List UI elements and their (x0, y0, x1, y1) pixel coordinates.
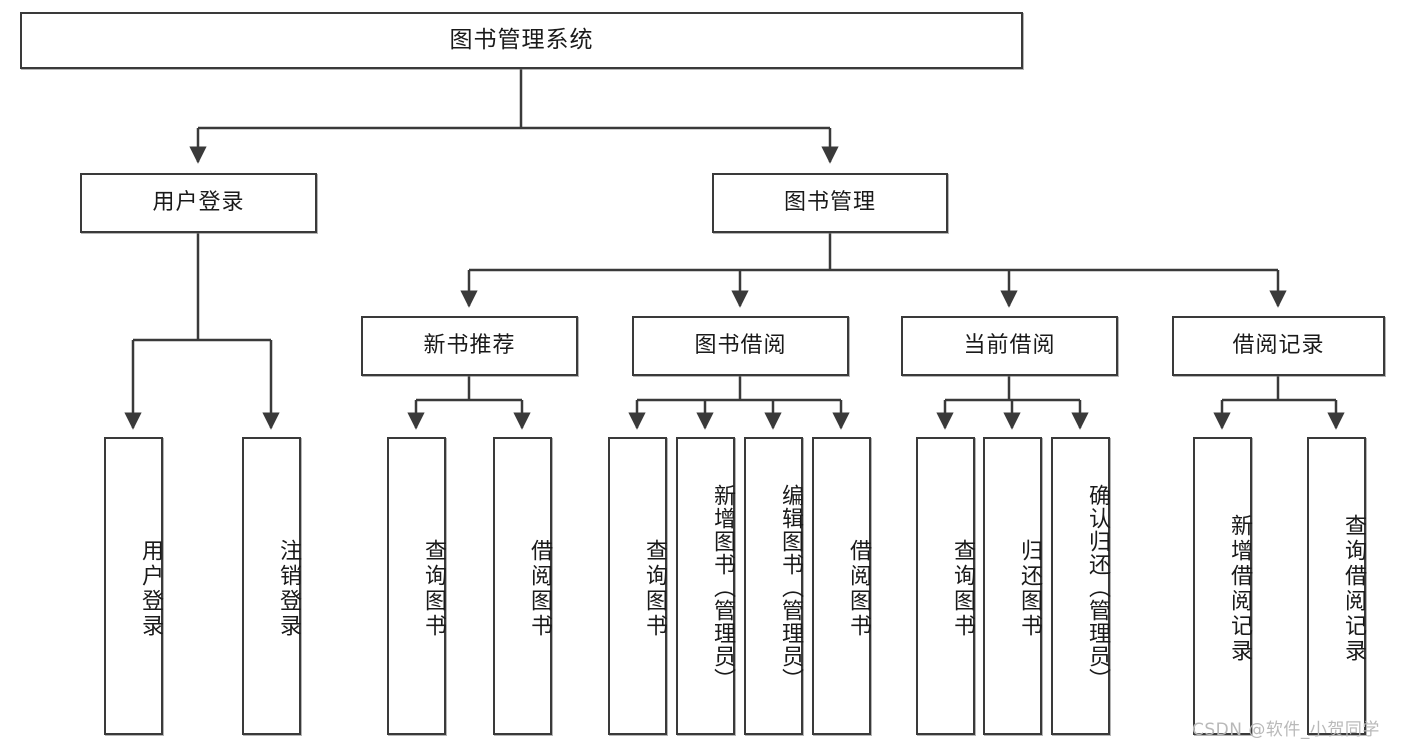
csdn-watermark: CSDN @软件_小贺同学 (1192, 720, 1380, 740)
leaf-user-login-login[interactable]: 用户登录 (104, 437, 163, 735)
leaf-borrow-add-book-admin[interactable]: 新增图书（管理员） (676, 437, 735, 735)
leaf-current-query-book[interactable]: 查询图书 (916, 437, 975, 735)
node-book-borrow[interactable]: 图书借阅 (632, 316, 849, 376)
node-book-management[interactable]: 图书管理 (712, 173, 948, 233)
leaf-current-return-book[interactable]: 归还图书 (983, 437, 1042, 735)
node-new-book-recommend[interactable]: 新书推荐 (361, 316, 578, 376)
node-borrow-records[interactable]: 借阅记录 (1172, 316, 1385, 376)
leaf-user-login-logout[interactable]: 注销登录 (242, 437, 301, 735)
leaf-current-confirm-return-admin[interactable]: 确认归还（管理员） (1051, 437, 1110, 735)
node-current-borrow[interactable]: 当前借阅 (901, 316, 1118, 376)
leaf-recommend-query-book[interactable]: 查询图书 (387, 437, 446, 735)
node-user-login[interactable]: 用户登录 (80, 173, 317, 233)
leaf-borrow-edit-book-admin[interactable]: 编辑图书（管理员） (744, 437, 803, 735)
leaf-records-add-record[interactable]: 新增借阅记录 (1193, 437, 1252, 735)
leaf-borrow-borrow-book[interactable]: 借阅图书 (812, 437, 871, 735)
leaf-recommend-borrow-book[interactable]: 借阅图书 (493, 437, 552, 735)
leaf-borrow-query-book[interactable]: 查询图书 (608, 437, 667, 735)
node-root-system[interactable]: 图书管理系统 (20, 12, 1023, 69)
leaf-records-query-record[interactable]: 查询借阅记录 (1307, 437, 1366, 735)
